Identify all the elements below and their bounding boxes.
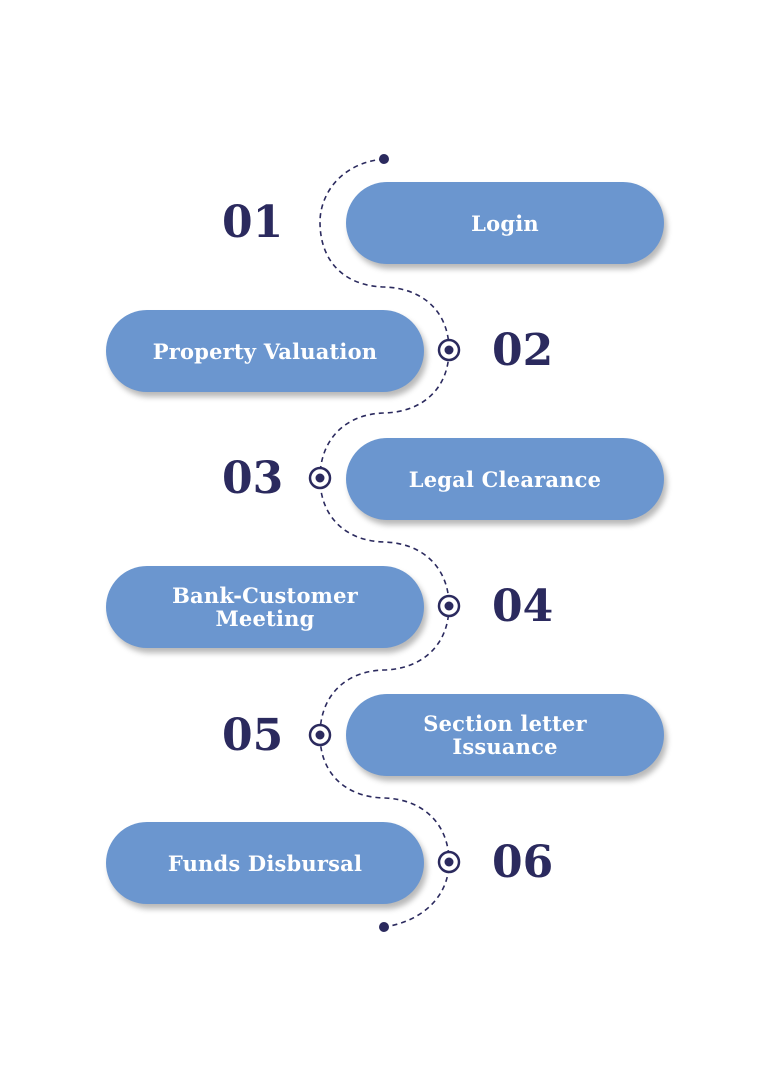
- step-bank-customer-meeting: Bank-Customer Meeting: [106, 566, 424, 648]
- marker-05: [308, 723, 332, 747]
- marker-02: [437, 338, 461, 362]
- step-property-valuation: Property Valuation: [106, 310, 424, 392]
- step-number-02: 02: [492, 325, 554, 376]
- step-funds-disbursal: Funds Disbursal: [106, 822, 424, 904]
- marker-06: [437, 850, 461, 874]
- step-section-letter-issuance: Section letter Issuance: [346, 694, 664, 776]
- step-number-05: 05: [222, 710, 284, 761]
- path-start-dot: [379, 154, 389, 164]
- dashed-connector: [319, 158, 450, 928]
- marker-03: [308, 466, 332, 490]
- step-legal-clearance: Legal Clearance: [346, 438, 664, 520]
- path-end-dot: [379, 922, 389, 932]
- step-login: Login: [346, 182, 664, 264]
- marker-04: [437, 594, 461, 618]
- step-number-06: 06: [492, 837, 554, 888]
- step-number-01: 01: [222, 197, 284, 248]
- step-number-03: 03: [222, 453, 284, 504]
- step-number-04: 04: [492, 581, 554, 632]
